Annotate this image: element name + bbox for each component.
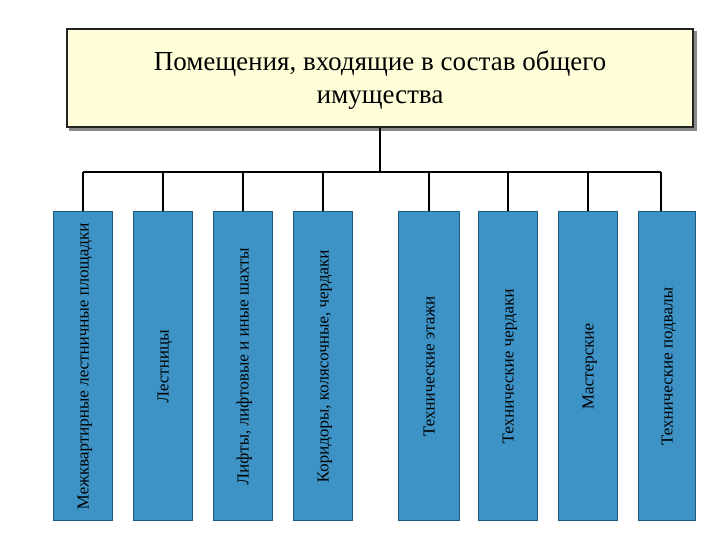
node-corridors: Коридоры, колясочные, чердаки [293,211,353,521]
node-technical-attics: Технические чердаки [478,211,538,521]
node-stairs: Лестницы [133,211,193,521]
node-label: Лифты, лифтовые и иные шахты [233,247,253,485]
node-label: Лестницы [153,329,173,403]
title-box: Помещения, входящие в состав общего имущ… [66,28,694,128]
node-label: Коридоры, колясочные, чердаки [313,249,333,483]
node-label: Технические подвалы [657,286,677,446]
diagram-title: Помещения, входящие в состав общего имущ… [153,46,607,109]
node-label: Межквартирные лестничные площадки [73,222,93,510]
node-technical-basements: Технические подвалы [638,211,696,521]
node-label: Технические этажи [419,295,439,437]
node-workshops: Мастерские [558,211,618,521]
node-interfloor-landings: Межквартирные лестничные площадки [53,211,113,521]
node-label: Мастерские [578,322,598,410]
node-technical-floors: Технические этажи [398,211,460,521]
node-shafts: Лифты, лифтовые и иные шахты [213,211,273,521]
node-label: Технические чердаки [498,288,518,444]
